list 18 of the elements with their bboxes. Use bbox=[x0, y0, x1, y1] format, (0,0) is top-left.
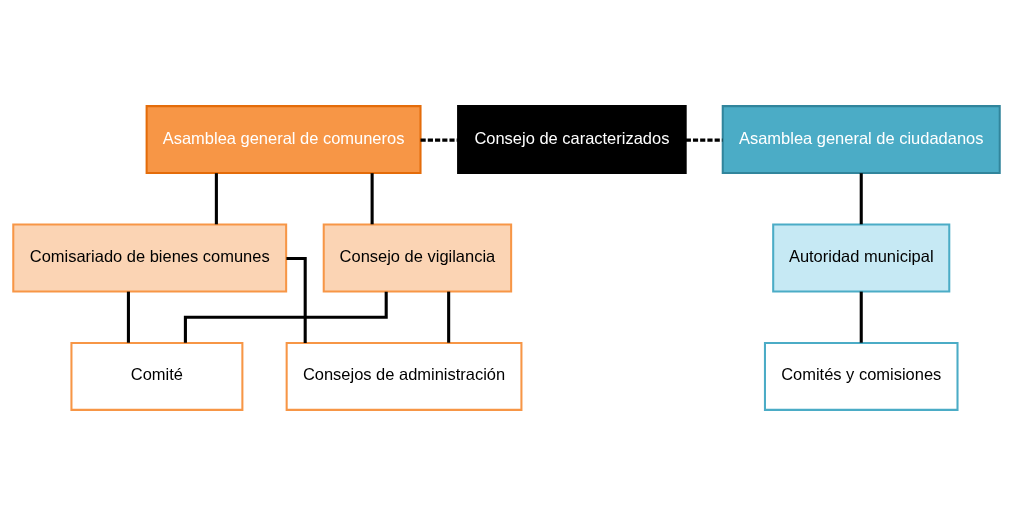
node-box: Consejo de caracterizados bbox=[457, 105, 687, 175]
connector bbox=[685, 138, 723, 142]
connector bbox=[183, 291, 388, 343]
node-box: Comités y comisiones bbox=[763, 341, 959, 411]
connector bbox=[126, 291, 130, 343]
connector bbox=[859, 173, 863, 225]
connector bbox=[859, 291, 863, 343]
node-box: Comisariado de bienes comunes bbox=[12, 223, 288, 293]
connector bbox=[214, 173, 218, 225]
node-box: Comité bbox=[70, 341, 244, 411]
connector bbox=[370, 173, 374, 225]
node-box: Consejos de administración bbox=[285, 341, 523, 411]
connector bbox=[447, 291, 451, 343]
connector bbox=[420, 138, 458, 142]
node-box: Autoridad municipal bbox=[772, 223, 951, 293]
node-box: Asamblea general de ciudadanos bbox=[721, 105, 1001, 175]
node-box: Asamblea general de comuneros bbox=[145, 105, 422, 175]
node-box: Consejo de vigilancia bbox=[322, 223, 513, 293]
